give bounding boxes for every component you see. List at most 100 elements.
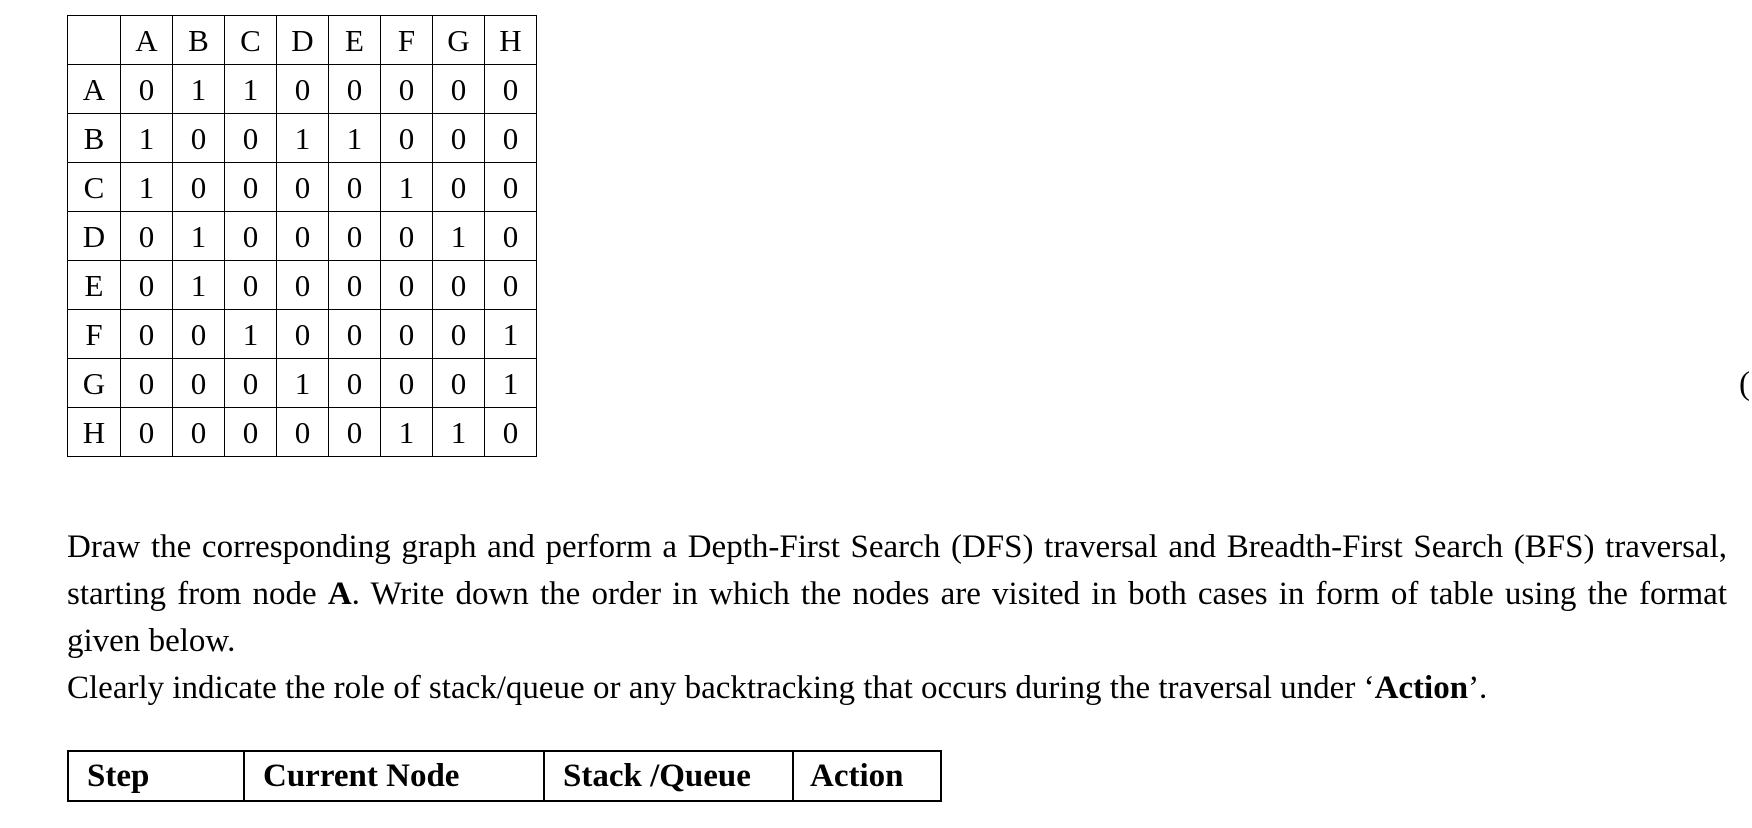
matrix-cell: 0 [328, 211, 381, 261]
matrix-cell: 0 [172, 162, 225, 212]
matrix-cell: 0 [276, 260, 329, 310]
matrix-cell: 0 [120, 358, 173, 408]
matrix-column-header: C [224, 15, 277, 65]
matrix-cell: 0 [224, 260, 277, 310]
question-text-1a: Draw the corresponding graph and perform… [67, 529, 1727, 612]
format-table: Step Current Node Stack /Queue Action [67, 750, 942, 802]
matrix-corner-cell [67, 15, 121, 65]
matrix-cell: 0 [484, 64, 537, 114]
matrix-cell: 1 [172, 64, 225, 114]
clipped-edge-text: ( [1739, 366, 1750, 402]
matrix-row-header: D [67, 211, 121, 261]
matrix-cell: 0 [432, 309, 485, 359]
matrix-cell: 1 [120, 162, 173, 212]
header-action: Action [792, 750, 942, 802]
matrix-column-header: G [432, 15, 485, 65]
matrix-cell: 0 [380, 211, 433, 261]
matrix-cell: 0 [224, 162, 277, 212]
matrix-cell: 0 [432, 260, 485, 310]
matrix-cell: 0 [328, 358, 381, 408]
matrix-cell: 0 [328, 309, 381, 359]
matrix-cell: 0 [432, 113, 485, 163]
matrix-cell: 0 [120, 407, 173, 457]
matrix-cell: 0 [328, 260, 381, 310]
action-term: Action [1374, 670, 1469, 706]
matrix-cell: 0 [484, 211, 537, 261]
matrix-column-header: D [276, 15, 329, 65]
matrix-cell: 0 [224, 211, 277, 261]
matrix-column-header: F [380, 15, 433, 65]
matrix-cell: 0 [328, 407, 381, 457]
matrix-column-header: E [328, 15, 381, 65]
matrix-column-header: H [484, 15, 537, 65]
matrix-cell: 0 [432, 162, 485, 212]
matrix-cell: 0 [380, 260, 433, 310]
matrix-row-header: E [67, 260, 121, 310]
matrix-cell: 0 [380, 113, 433, 163]
matrix-cell: 0 [380, 309, 433, 359]
matrix-cell: 1 [224, 64, 277, 114]
matrix-cell: 0 [120, 211, 173, 261]
matrix-row-header: B [67, 113, 121, 163]
matrix-cell: 0 [224, 113, 277, 163]
matrix-cell: 0 [224, 407, 277, 457]
question-paragraph-2: Clearly indicate the role of stack/queue… [67, 665, 1727, 712]
matrix-cell: 1 [172, 260, 225, 310]
matrix-cell: 0 [380, 64, 433, 114]
matrix-row-header: F [67, 309, 121, 359]
question-text-2b: ’. [1468, 670, 1488, 706]
format-table-header-row: Step Current Node Stack /Queue Action [67, 750, 942, 802]
matrix-cell: 1 [484, 309, 537, 359]
matrix-cell: 0 [172, 113, 225, 163]
question-text-2a: Clearly indicate the role of stack/queue… [67, 670, 1375, 706]
matrix-cell: 0 [120, 309, 173, 359]
matrix-cell: 1 [224, 309, 277, 359]
matrix-cell: 1 [432, 407, 485, 457]
matrix-cell: 0 [276, 64, 329, 114]
question-text-1b: . Write down the order in which the node… [67, 576, 1727, 659]
matrix-column-header: B [172, 15, 225, 65]
header-current-node: Current Node [243, 750, 545, 802]
matrix-row-header: H [67, 407, 121, 457]
matrix-cell: 1 [380, 162, 433, 212]
matrix-cell: 0 [432, 358, 485, 408]
matrix-cell: 0 [328, 64, 381, 114]
matrix-row-header: G [67, 358, 121, 408]
matrix-cell: 0 [276, 162, 329, 212]
matrix-cell: 1 [172, 211, 225, 261]
question-paragraph-1: Draw the corresponding graph and perform… [67, 524, 1727, 665]
matrix-cell: 0 [172, 407, 225, 457]
matrix-cell: 0 [484, 260, 537, 310]
matrix-cell: 1 [432, 211, 485, 261]
matrix-cell: 0 [172, 309, 225, 359]
matrix-cell: 0 [224, 358, 277, 408]
matrix-cell: 0 [380, 358, 433, 408]
matrix-cell: 0 [120, 260, 173, 310]
matrix-row-header: A [67, 64, 121, 114]
start-node-label: A [327, 576, 352, 612]
matrix-cell: 0 [120, 64, 173, 114]
question-text: Draw the corresponding graph and perform… [67, 524, 1727, 712]
matrix-cell: 0 [484, 407, 537, 457]
matrix-cell: 1 [484, 358, 537, 408]
matrix-row-header: C [67, 162, 121, 212]
matrix-cell: 1 [276, 358, 329, 408]
matrix-cell: 1 [380, 407, 433, 457]
matrix-cell: 0 [484, 162, 537, 212]
matrix-cell: 0 [276, 309, 329, 359]
header-stack-queue: Stack /Queue [543, 750, 794, 802]
header-step: Step [67, 750, 245, 802]
matrix-cell: 1 [276, 113, 329, 163]
matrix-cell: 0 [432, 64, 485, 114]
matrix-cell: 0 [484, 113, 537, 163]
matrix-cell: 1 [328, 113, 381, 163]
